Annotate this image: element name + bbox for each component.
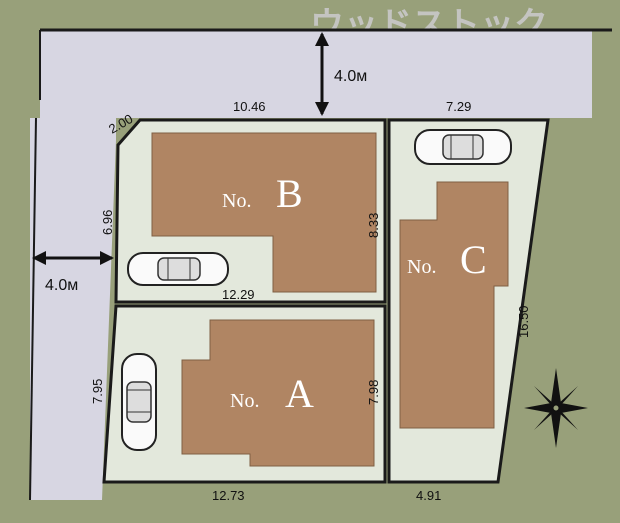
dim-a-bottom: 12.73	[212, 488, 245, 503]
house-b	[151, 132, 377, 293]
dim-b-left: 6.96	[100, 210, 115, 235]
dim-c-right: 16.50	[516, 305, 531, 338]
dim-a-right: 7.98	[366, 380, 381, 405]
road-edge-left	[29, 117, 37, 501]
house-c-letter: C	[460, 237, 487, 282]
road-width-arrow-top	[315, 32, 329, 116]
dim-b-right: 8.33	[366, 213, 381, 238]
road-width-arrow-left	[32, 251, 114, 265]
compass-icon	[524, 368, 588, 448]
house-c-prefix: No.	[407, 256, 436, 278]
dim-b-bottom: 12.29	[222, 287, 255, 302]
dim-c-top: 7.29	[446, 99, 471, 114]
dim-a-left: 7.95	[90, 379, 105, 404]
car-icon	[121, 353, 157, 451]
car-icon	[414, 129, 512, 165]
house-b-letter: B	[276, 171, 303, 216]
dim-b-top: 10.46	[233, 99, 266, 114]
car-icon	[127, 252, 229, 286]
road-left	[30, 118, 102, 500]
house-c	[399, 181, 509, 429]
house-b-prefix: No.	[222, 190, 251, 212]
road-width-top: 4.0м	[334, 68, 367, 85]
house-a-letter: A	[285, 371, 314, 416]
dim-c-bottom: 4.91	[416, 488, 441, 503]
road-width-left: 4.0м	[45, 277, 78, 294]
house-a-prefix: No.	[230, 390, 259, 412]
house-a	[181, 319, 375, 467]
